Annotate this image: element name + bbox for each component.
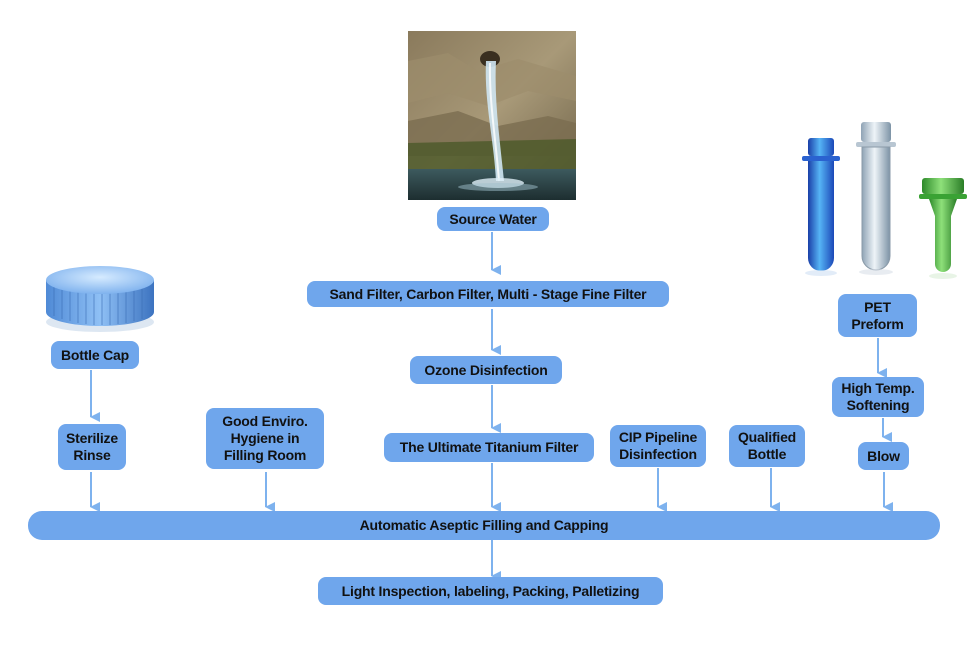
cip-disinfection-box: CIP Pipeline Disinfection — [610, 425, 706, 467]
inspection-packing-box: Light Inspection, labeling, Packing, Pal… — [318, 577, 663, 605]
softening-box: High Temp. Softening — [832, 377, 924, 417]
aseptic-filling-bar: Automatic Aseptic Filling and Capping — [28, 511, 940, 540]
hygiene-box: Good Enviro. Hygiene in Filling Room — [206, 408, 324, 469]
blow-box: Blow — [858, 442, 909, 470]
pet-preform-photo — [802, 122, 967, 279]
titanium-filter-box: The Ultimate Titanium Filter — [384, 433, 594, 462]
pet-preform-box: PET Preform — [838, 294, 917, 337]
qualified-bottle-box: Qualified Bottle — [729, 425, 805, 467]
sterilize-rinse-box: Sterilize Rinse — [58, 424, 126, 470]
spring-water-photo — [408, 31, 576, 200]
bottle-cap-photo — [46, 266, 154, 332]
bottle-cap-box: Bottle Cap — [51, 341, 139, 369]
source-water-box: Source Water — [437, 207, 549, 231]
filters-box: Sand Filter, Carbon Filter, Multi - Stag… — [307, 281, 669, 307]
ozone-disinfection-box: Ozone Disinfection — [410, 356, 562, 384]
